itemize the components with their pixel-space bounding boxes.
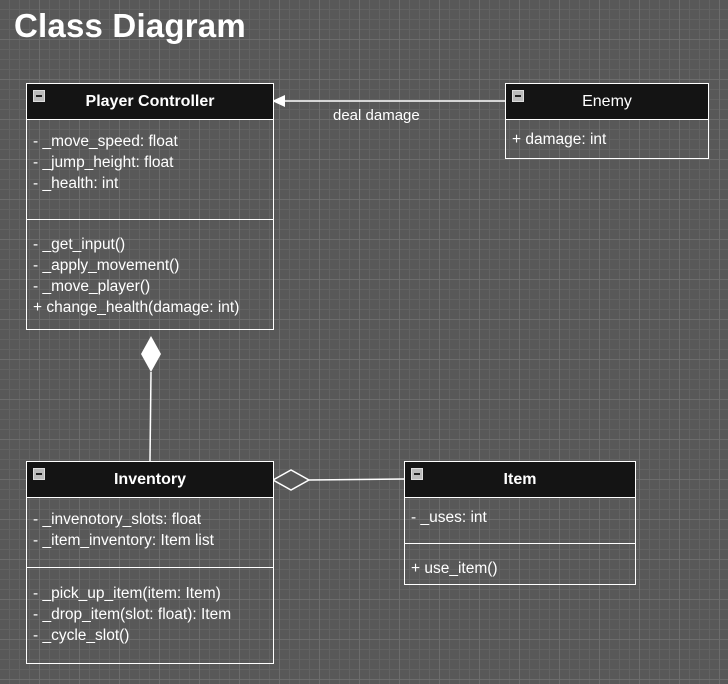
method: - _cycle_slot() [33, 627, 130, 644]
method: - _apply_movement() [33, 257, 180, 274]
class-header[interactable]: Player Controller [27, 84, 273, 120]
attributes-section: - _move_speed: float - _jump_height: flo… [27, 120, 273, 219]
deal-damage-label: deal damage [333, 107, 420, 124]
diagram-title: Class Diagram [14, 7, 246, 44]
association-arrowhead [272, 95, 285, 107]
class-name: Inventory [113, 470, 186, 488]
class-item[interactable]: Item - _uses: int + use_item() [404, 461, 636, 585]
method: - _get_input() [33, 236, 126, 253]
attribute: - _jump_height: float [33, 154, 174, 171]
attributes-section: + damage: int [506, 120, 708, 150]
attribute: - _health: int [33, 175, 119, 192]
class-header[interactable]: Enemy [506, 84, 708, 120]
class-name: Enemy [582, 92, 632, 110]
attributes-section: - _invenotory_slots: float - _item_inven… [27, 498, 273, 567]
aggregation-diamond [271, 469, 311, 491]
class-name: Player Controller [85, 92, 215, 110]
methods-section: + use_item() [405, 543, 635, 579]
collapse-toggle-icon[interactable] [33, 468, 45, 480]
attribute: - _uses: int [411, 509, 487, 526]
aggregation-line [308, 478, 405, 481]
attribute: - _item_inventory: Item list [33, 532, 214, 549]
class-enemy[interactable]: Enemy + damage: int [505, 83, 709, 159]
class-inventory[interactable]: Inventory - _invenotory_slots: float - _… [26, 461, 274, 664]
class-name: Item [503, 470, 537, 488]
collapse-toggle-icon[interactable] [33, 90, 45, 102]
attribute: + damage: int [512, 131, 607, 148]
methods-section: - _pick_up_item(item: Item) - _drop_item… [27, 567, 273, 646]
class-player-controller[interactable]: Player Controller - _move_speed: float -… [26, 83, 274, 330]
method: + use_item() [411, 560, 498, 577]
attributes-section: - _uses: int [405, 498, 635, 543]
class-header[interactable]: Item [405, 462, 635, 498]
collapse-toggle-icon[interactable] [411, 468, 423, 480]
composition-diamond [141, 336, 161, 372]
methods-section: - _get_input() - _apply_movement() - _mo… [27, 219, 273, 318]
method: - _move_player() [33, 278, 151, 295]
attribute: - _invenotory_slots: float [33, 511, 202, 528]
class-header[interactable]: Inventory [27, 462, 273, 498]
method: - _drop_item(slot: float): Item [33, 606, 232, 623]
method: + change_health(damage: int) [33, 299, 240, 316]
method: - _pick_up_item(item: Item) [33, 585, 221, 602]
collapse-toggle-icon[interactable] [512, 90, 524, 102]
attribute: - _move_speed: float [33, 133, 178, 150]
composition-line [149, 371, 152, 462]
